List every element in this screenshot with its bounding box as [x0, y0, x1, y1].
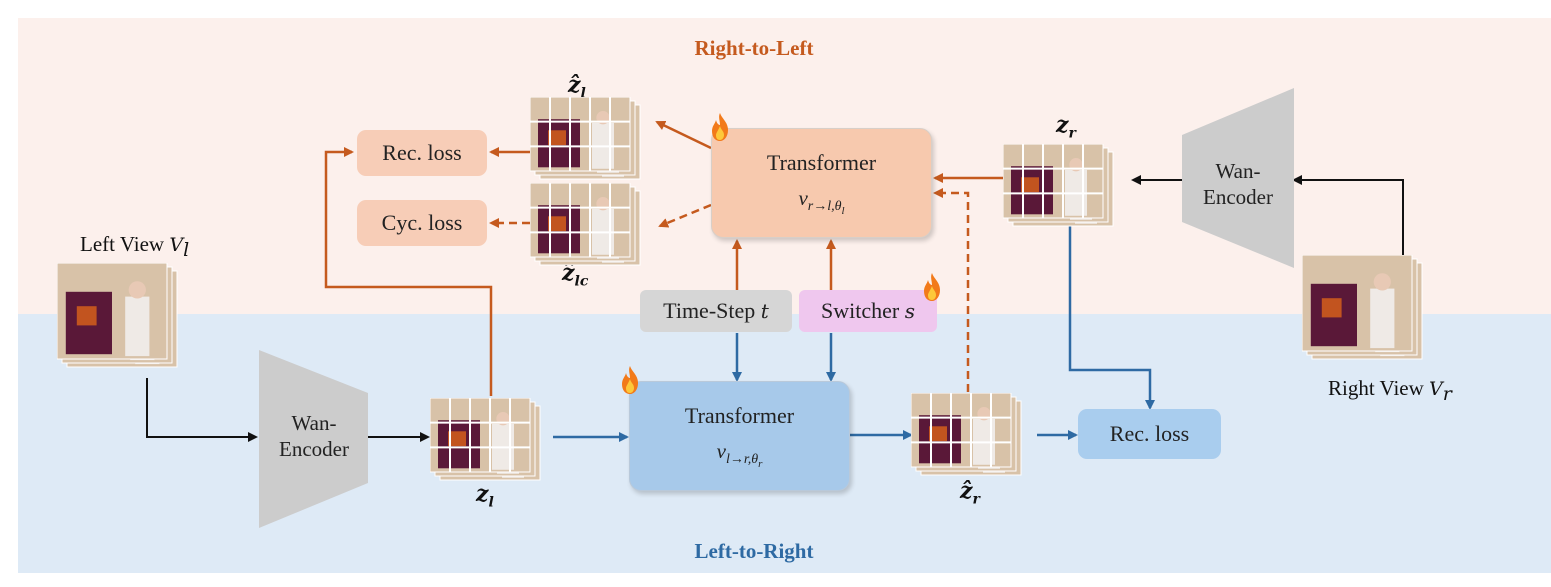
fire-icon	[622, 366, 638, 394]
arrow-transformer-to-z-hat-l	[655, 120, 712, 150]
switcher-text: Switcher	[821, 298, 900, 323]
left-view-frames	[56, 262, 186, 380]
arrow-transformer-to-z-hat-lc	[658, 203, 712, 228]
left-encoder-line-2: Encoder	[279, 437, 349, 461]
z-hat-lc-label: ẑlc	[562, 260, 589, 290]
timestep-tag: Time-Step t	[640, 290, 792, 332]
arrow-left-view-to-encoder	[146, 378, 258, 442]
right-wan-encoder-shape	[1182, 88, 1294, 268]
left-view-label: Left View Vl	[80, 232, 190, 262]
left-encoder-line-1: Wan-	[291, 411, 337, 435]
switcher-var: s	[904, 299, 915, 323]
left-wan-encoder-shape	[259, 350, 368, 528]
z-hat-l-label: ẑl	[568, 72, 586, 102]
cyc-loss-top: Cyc. loss	[357, 200, 487, 246]
arrow-right-view-to-encoder	[1292, 175, 1404, 256]
z-hat-lc-frames	[529, 182, 649, 278]
z-r-label: zr	[1056, 112, 1076, 142]
right-encoder-label: Wan- Encoder	[1178, 158, 1298, 210]
fire-icon	[924, 273, 940, 301]
left-to-right-title: Left-to-Right	[694, 539, 814, 563]
transformer-top-symbol: vr→l,θl	[798, 185, 845, 217]
z-hat-r-frames	[910, 392, 1030, 488]
transformer-top-title: Transformer	[766, 149, 877, 175]
transformer-top: Transformer vr→l,θl	[711, 128, 932, 238]
z-hat-l-frames	[529, 96, 649, 192]
arrow-z-hat-r-to-transformer-top	[933, 188, 970, 392]
timestep-var: t	[760, 299, 769, 323]
timestep-text: Time-Step	[663, 298, 756, 323]
rec-loss-bottom: Rec. loss	[1078, 409, 1221, 459]
z-hat-r-label: ẑr	[960, 478, 980, 508]
right-view-label: Right View Vr	[1328, 376, 1452, 406]
transformer-bottom: Transformer vl→r,θr	[629, 381, 850, 491]
rec-loss-top: Rec. loss	[357, 130, 487, 176]
right-view-frames	[1301, 254, 1431, 372]
right-encoder-line-1: Wan-	[1215, 159, 1261, 183]
fire-icon	[712, 113, 728, 141]
arrow-z-r-to-rec-loss	[1068, 218, 1155, 410]
right-to-left-title: Right-to-Left	[694, 36, 814, 60]
z-l-frames	[429, 397, 549, 493]
right-encoder-line-2: Encoder	[1203, 185, 1273, 209]
transformer-bottom-symbol: vl→r,θr	[716, 438, 763, 470]
arrow-z-l-to-rec-loss	[324, 147, 493, 396]
z-l-label: zl	[476, 481, 494, 511]
z-r-frames	[1002, 143, 1122, 239]
left-encoder-label: Wan- Encoder	[254, 410, 374, 462]
switcher-tag: Switcher s	[799, 290, 937, 332]
transformer-bottom-title: Transformer	[684, 402, 795, 428]
